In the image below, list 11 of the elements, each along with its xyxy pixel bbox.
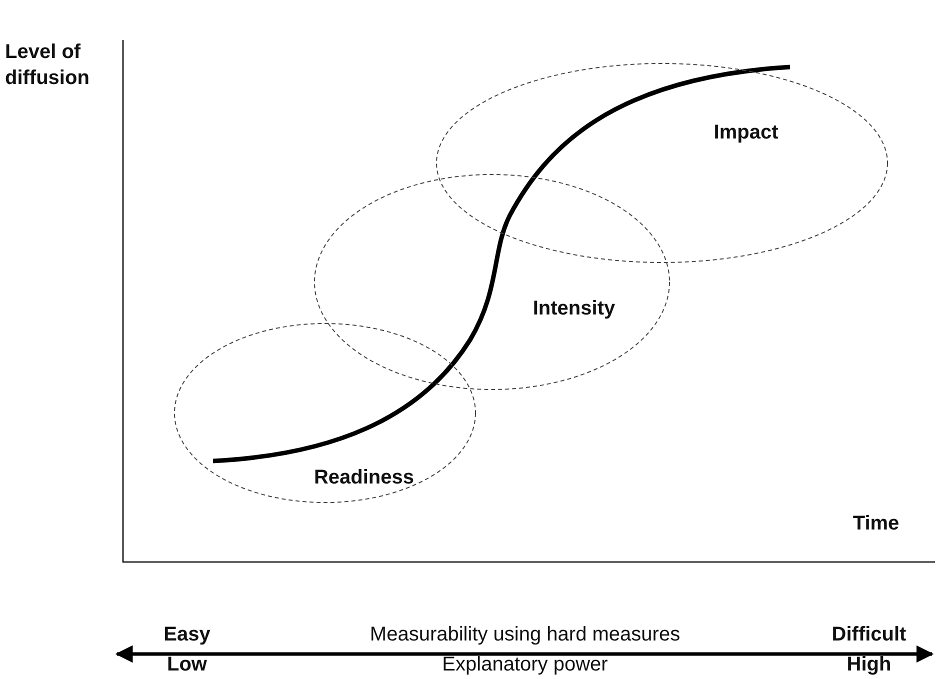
scale-end-label: Low	[167, 654, 207, 676]
scale-label: Measurability using hard measures	[370, 624, 680, 646]
scale-label: Explanatory power	[442, 654, 608, 676]
stage-label: Intensity	[532, 298, 616, 320]
stage-label: Readiness	[314, 466, 414, 490]
axis-title: Time	[852, 512, 900, 536]
scale-end-label: High	[846, 654, 892, 676]
scale-end-label: Easy	[164, 624, 210, 646]
stage-label: Impact	[714, 122, 778, 144]
axis-title: Level of diffusion	[5, 40, 90, 91]
scale-end-label: Difficult	[832, 624, 906, 646]
